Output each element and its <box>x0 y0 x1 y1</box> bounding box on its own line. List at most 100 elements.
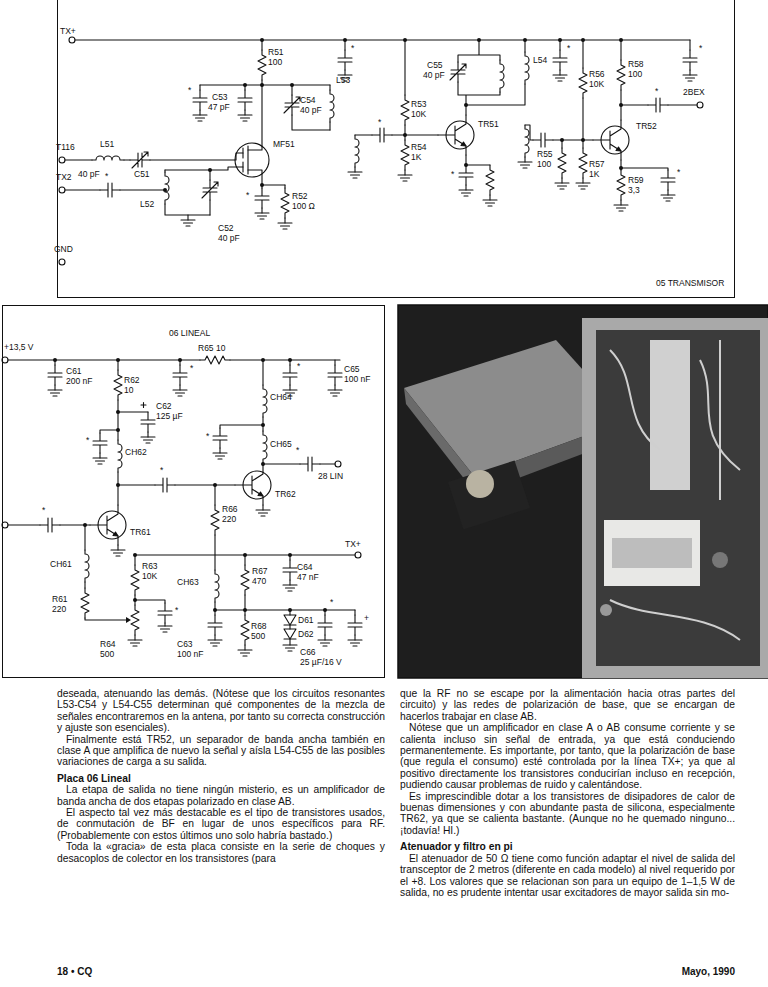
page-footer: Mayo, 1990 <box>682 966 735 977</box>
component-label: C65 <box>344 365 360 374</box>
component-label: 100 <box>268 58 282 67</box>
section-heading: Placa 06 Lineal <box>57 773 385 784</box>
component-label: * <box>451 170 454 179</box>
component-label: 200 nF <box>66 377 92 386</box>
component-label: CH64 <box>270 393 292 402</box>
component-label: 47 pF <box>208 103 230 112</box>
photo <box>398 305 768 678</box>
component-label: R66 <box>222 505 238 514</box>
component-label: 40 pF <box>218 234 240 243</box>
component-label: CH65 <box>270 440 292 449</box>
section-heading: Atenuador y filtro en pi <box>400 841 735 852</box>
component-label: CH63 <box>177 578 199 587</box>
component-label: TX+ <box>60 27 76 36</box>
component-label: * <box>86 436 89 445</box>
component-label: CH62 <box>125 448 147 457</box>
component-label: L54 <box>533 56 547 65</box>
component-label: 10K <box>589 80 604 89</box>
component-label: R52 <box>292 192 308 201</box>
component-label: * <box>188 86 191 95</box>
component-label: 10K <box>411 110 426 119</box>
component-label: 100 Ω <box>292 202 315 211</box>
component-label: R59 <box>628 176 644 185</box>
component-label: C51 <box>134 170 150 179</box>
component-label: TX2 <box>56 173 72 182</box>
body-text: Nótese que un amplificador en clase A o … <box>400 722 735 790</box>
schematic-panel: 05 TRANSMISOR <box>57 0 735 298</box>
component-label: * <box>655 87 658 96</box>
component-label: 40 pF <box>78 170 100 179</box>
component-label: 125 µF <box>156 412 183 421</box>
component-label: C55 <box>427 61 443 70</box>
component-label: R54 <box>411 143 427 152</box>
component-label: 40 pF <box>423 71 445 80</box>
component-label: R57 <box>589 160 605 169</box>
component-label: TR61 <box>130 528 151 537</box>
component-label: 1K <box>589 170 599 179</box>
component-label: 28 LIN <box>318 472 343 481</box>
component-label: D61 <box>298 616 314 625</box>
component-label: MF51 <box>273 140 295 149</box>
body-text: El aspecto tal vez más destacable es el … <box>57 807 385 841</box>
amplifier-schematic <box>2 356 362 656</box>
page-footer: 18 • CQ <box>57 966 92 977</box>
body-text: Es imprescindible dotar a los transistor… <box>400 791 735 837</box>
component-label: * <box>297 362 300 371</box>
panel-title: 06 LINEAL <box>169 328 210 338</box>
transmitter-schematic <box>59 37 703 265</box>
component-label: 220 <box>222 515 236 524</box>
component-label: R65 10 <box>198 344 225 353</box>
component-label: R51 <box>268 48 284 57</box>
component-label: 220 <box>52 605 66 614</box>
body-text: Toda la «gracia» de esta placa consiste … <box>57 841 385 864</box>
component-label: * <box>330 598 333 607</box>
body-text: La etapa de salida no tiene ningún miste… <box>57 784 385 807</box>
component-label: C64 <box>297 563 313 572</box>
component-label: R68 <box>251 622 267 631</box>
component-label: L51 <box>100 140 114 149</box>
component-label: R56 <box>589 70 605 79</box>
component-label: R64 <box>100 640 116 649</box>
component-label: * <box>105 172 108 181</box>
component-label: 25 µF/16 V <box>300 658 342 667</box>
component-label: C53 <box>212 93 228 102</box>
component-label: 470 <box>252 577 266 586</box>
component-label: TR52 <box>636 122 657 131</box>
panel-title: 05 TRANSMISOR <box>656 278 724 288</box>
junction-dots <box>53 358 327 623</box>
component-label: * <box>378 118 381 127</box>
component-label: 40 pF <box>300 106 322 115</box>
schematic-panel: 06 LINEAL <box>2 305 385 678</box>
component-label: 47 nF <box>297 573 319 582</box>
component-label: 10 <box>124 386 133 395</box>
component-label: * <box>677 168 680 177</box>
component-label: * <box>206 432 209 441</box>
component-label: 500 <box>251 632 265 641</box>
component-label: 100 nF <box>344 375 370 384</box>
component-label: 100 <box>537 160 551 169</box>
component-label: TX+ <box>345 540 361 549</box>
component-label: C52 <box>218 224 234 233</box>
body-text: que la RF no se escape por la alimentaci… <box>400 688 735 722</box>
component-label: D62 <box>298 630 314 639</box>
text-column: que la RF no se escape por la alimentaci… <box>400 688 735 898</box>
component-label: TR62 <box>275 490 296 499</box>
component-label: C66 <box>300 648 316 657</box>
component-label: R61 <box>52 595 68 604</box>
component-label: 500 <box>100 650 114 659</box>
body-text: Finalmente está TR52, un separador de ba… <box>57 734 385 768</box>
component-label: 10K <box>142 572 157 581</box>
component-label: * <box>351 44 354 53</box>
body-text: El atenuador de 50 Ω tiene como función … <box>400 853 735 899</box>
component-label: TR51 <box>478 120 499 129</box>
component-label: 3,3 <box>628 186 640 195</box>
component-label: 100 <box>628 70 642 79</box>
component-label: R55 <box>537 150 553 159</box>
component-label: R58 <box>628 60 644 69</box>
component-label: C54 <box>300 96 316 105</box>
component-label: R67 <box>252 567 268 576</box>
component-label: C63 <box>177 640 193 649</box>
component-label: T116 <box>56 143 75 152</box>
body-text: deseada, atenuando las demás. (Nótese qu… <box>57 688 385 734</box>
